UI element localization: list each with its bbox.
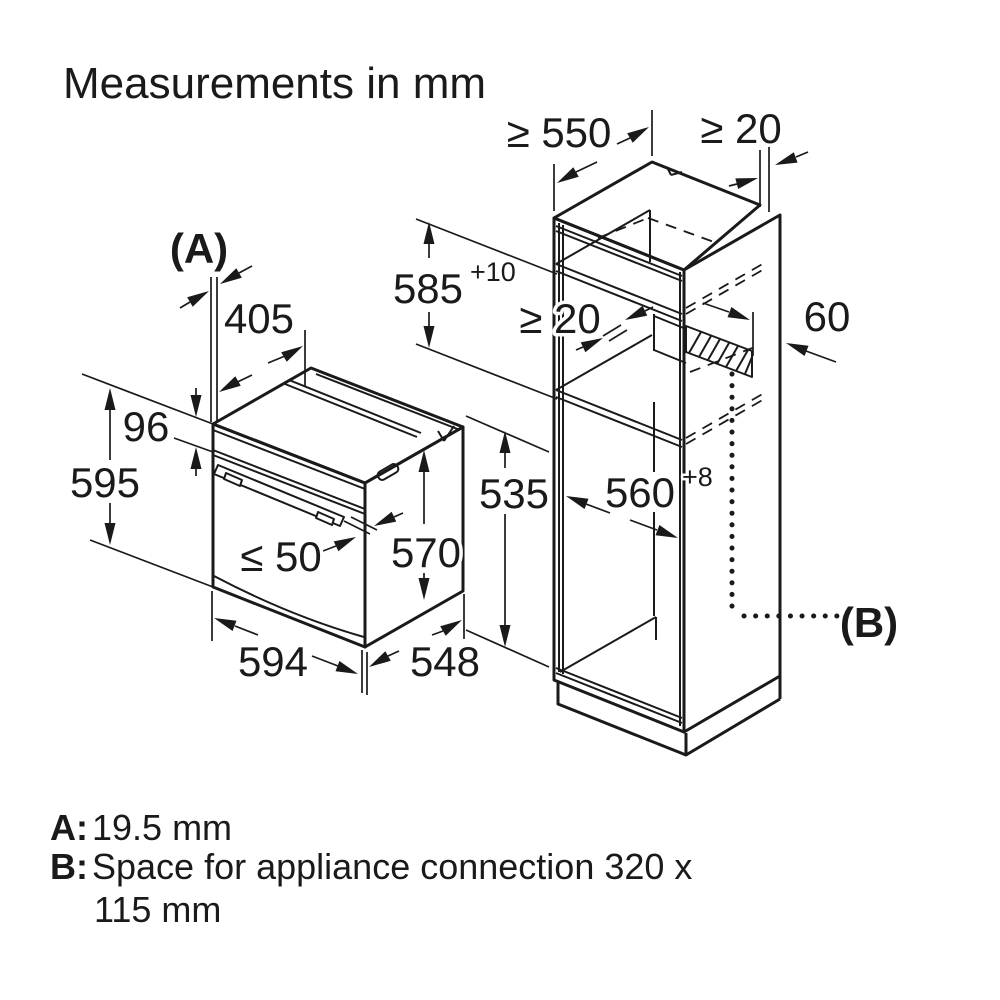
cabinet-drawing bbox=[552, 160, 782, 757]
oven-side-grip-slot bbox=[376, 463, 400, 481]
dim-cabinet-rear-clearance: ≥ 20 bbox=[519, 295, 600, 342]
dim-cabinet-niche-width-tolerance: +8 bbox=[682, 462, 713, 492]
legend-a-key: A: bbox=[50, 807, 88, 848]
dim-oven-width: 594 bbox=[238, 638, 308, 685]
legend-a-value: 19.5 mm bbox=[92, 807, 232, 848]
dimension-lines bbox=[81, 110, 837, 695]
dim-oven-height: 595 bbox=[70, 459, 140, 506]
hidden-edge-dashed-lines bbox=[597, 217, 767, 445]
cabinet-plinth bbox=[556, 676, 782, 757]
oven-handle-bracket-left bbox=[223, 472, 243, 487]
dimension-arrowheads bbox=[104, 127, 809, 674]
dim-cabinet-niche-height: 585 bbox=[393, 265, 463, 312]
cabinet-connection-label: (B) bbox=[840, 599, 898, 646]
legend-b-key: B: bbox=[50, 846, 88, 887]
dim-cabinet-side-clearance: ≥ 20 bbox=[700, 105, 781, 152]
oven-drawing bbox=[211, 366, 465, 649]
dim-oven-rear-height: 535 bbox=[479, 470, 549, 517]
dim-cabinet-niche-width: 560 bbox=[605, 469, 675, 516]
dim-oven-handle-depth: ≤ 50 bbox=[240, 533, 321, 580]
oven-handle-bar bbox=[213, 464, 345, 527]
legend-b-value-line2: 115 mm bbox=[94, 889, 221, 930]
dim-oven-control-panel-height: 96 bbox=[123, 403, 170, 450]
dim-cabinet-niche-height-tolerance: +10 bbox=[470, 257, 516, 287]
legend-b-value-line1: Space for appliance connection 320 x bbox=[92, 846, 692, 887]
oven-handle-bracket-right bbox=[315, 511, 335, 526]
connection-hatch-area bbox=[685, 325, 753, 378]
dim-oven-depth: 548 bbox=[410, 638, 480, 685]
dim-oven-top-inset-depth: 405 bbox=[224, 295, 294, 342]
oven-trim-gap-label: (A) bbox=[170, 225, 228, 272]
oven-door-bottom-curve bbox=[213, 575, 365, 638]
connection-leader-dotted-line bbox=[729, 371, 841, 619]
drawing-detail-lines bbox=[212, 166, 753, 726]
oven-front-face bbox=[211, 422, 367, 649]
legend: A: 19.5 mm B: Space for appliance connec… bbox=[50, 807, 692, 930]
cabinet-top-face bbox=[552, 160, 762, 272]
dim-oven-body-height: 570 bbox=[391, 529, 461, 576]
dim-cabinet-worktop-depth: ≥ 550 bbox=[507, 109, 612, 156]
dim-connection-space-depth: 60 bbox=[804, 293, 851, 340]
page-title: Measurements in mm bbox=[63, 59, 486, 108]
